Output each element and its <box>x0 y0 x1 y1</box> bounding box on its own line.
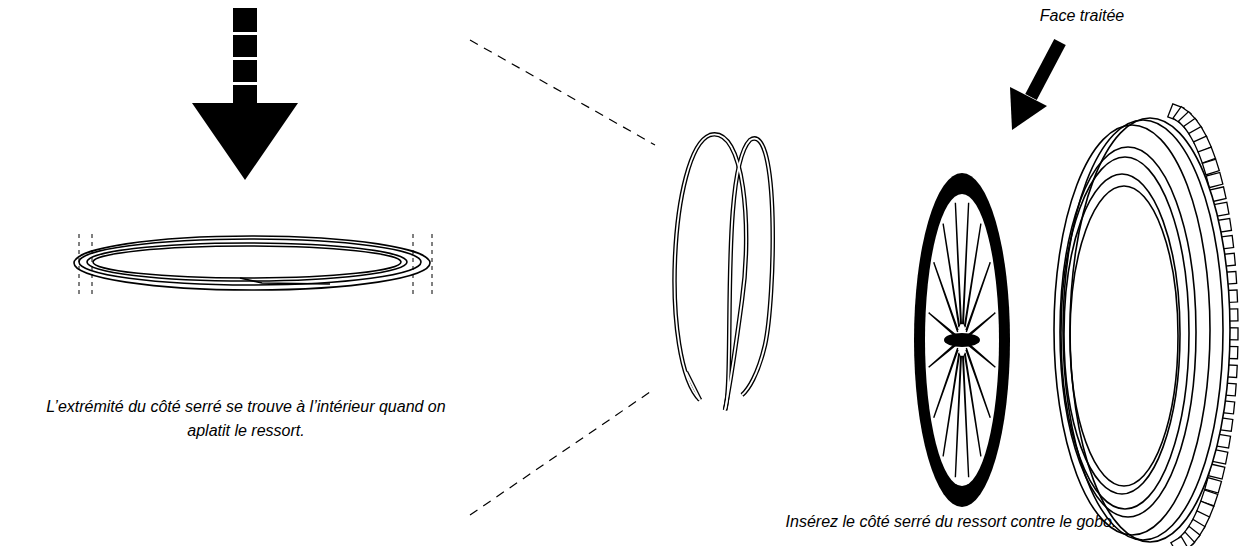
guide-line <box>413 234 414 294</box>
spring-coil <box>93 246 401 278</box>
holder-inner <box>1064 174 1180 494</box>
gobo-ray <box>934 348 958 418</box>
arrow-segment <box>233 85 257 103</box>
gobo <box>914 173 1010 507</box>
arrow-head <box>192 103 298 180</box>
flattened-spring <box>74 234 432 294</box>
part-label: Face traitée <box>1017 4 1147 28</box>
spring-end <box>240 278 330 284</box>
gobo-ray <box>963 355 969 477</box>
spring-coil <box>79 239 421 285</box>
holder-rim <box>1054 125 1210 535</box>
holder-inner <box>1070 186 1178 486</box>
arrow-segment <box>233 35 257 57</box>
gobo-ring <box>914 173 1010 507</box>
press-arrow <box>192 8 298 180</box>
spring <box>675 134 773 410</box>
gear-tooth <box>1202 159 1219 175</box>
caption-note: Insérez le côté serré du ressort contre … <box>691 510 1211 534</box>
cone-lines <box>470 40 655 515</box>
gobo-ray <box>955 203 961 325</box>
holder-inner <box>1060 147 1196 517</box>
spring-coil <box>74 236 430 290</box>
gobo-holder <box>1054 104 1238 546</box>
holder-rim <box>1070 118 1230 542</box>
pointer-arrow <box>1010 42 1060 130</box>
arrow-segment <box>233 8 257 32</box>
gobo-face <box>925 194 999 486</box>
guide-line <box>79 234 80 294</box>
guide-line <box>92 234 93 294</box>
gobo-ray <box>966 262 990 332</box>
spring-coil <box>87 243 407 281</box>
gear-tooth <box>1171 537 1188 546</box>
arrow-segment <box>233 60 257 82</box>
guide-line <box>470 40 655 145</box>
gobo-center <box>944 333 980 347</box>
caption-note: L’extrémité du côté serré se trouve à l’… <box>46 395 446 443</box>
gobo-pattern <box>929 203 996 478</box>
guide-line <box>432 234 433 294</box>
holder-inner <box>1061 157 1189 509</box>
guide-line <box>470 392 650 515</box>
